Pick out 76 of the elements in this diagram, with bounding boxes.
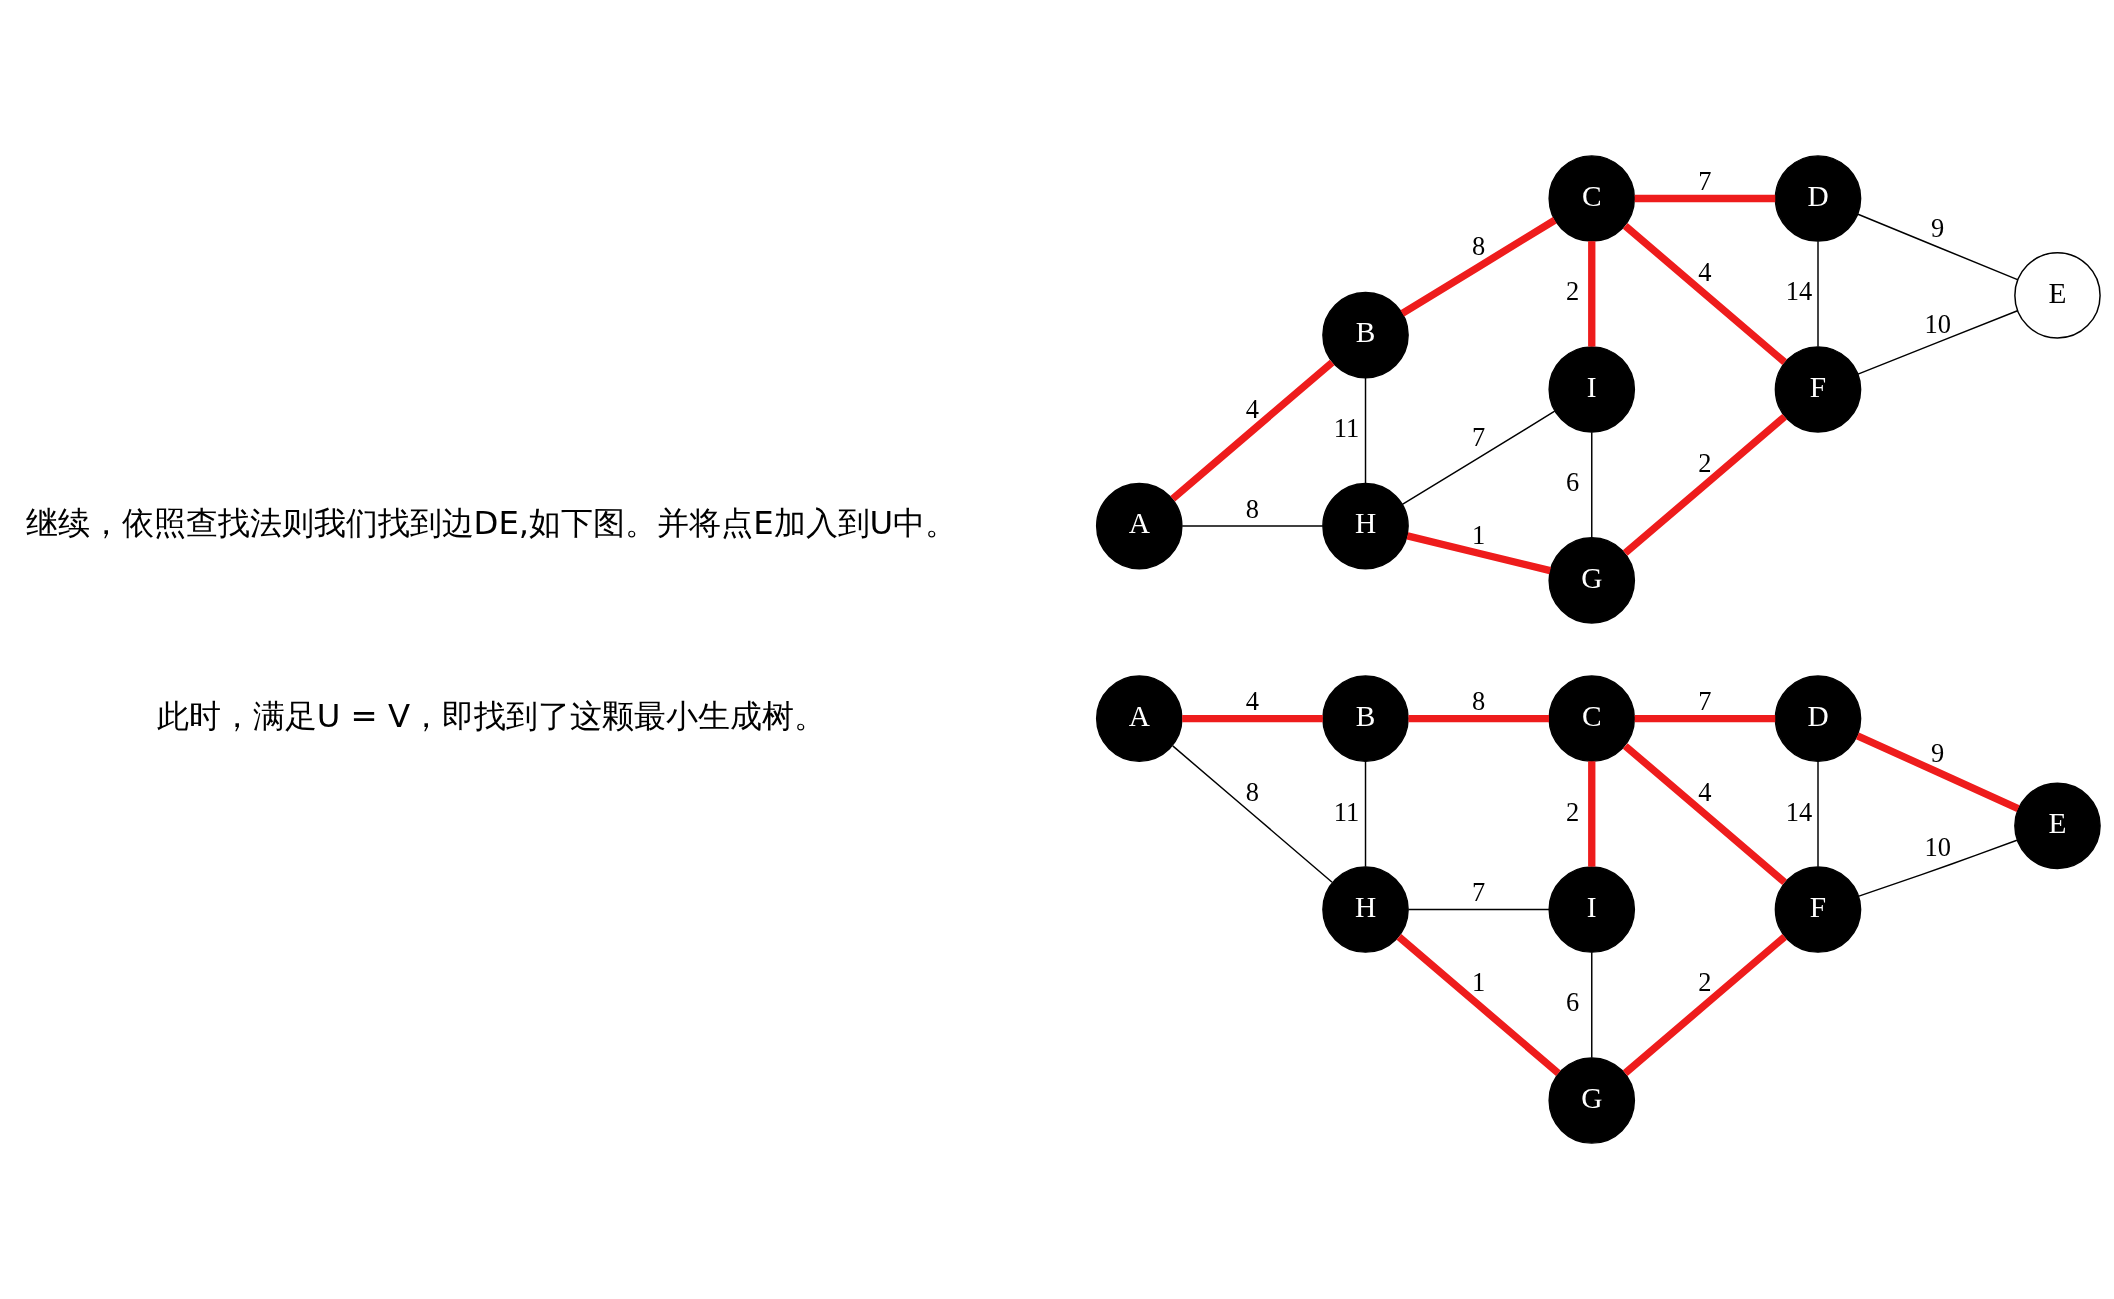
- edge-label: 6: [1566, 467, 1580, 498]
- connector: [1408, 714, 1550, 723]
- edge-label: 1: [1472, 966, 1486, 997]
- connector: [1634, 194, 1776, 203]
- edge-label: 2: [1566, 796, 1580, 827]
- edge-label: 14: [1785, 796, 1813, 827]
- node-circle: D: [1774, 675, 1862, 762]
- node-circle: I: [1548, 866, 1636, 953]
- edge-label: 11: [1333, 796, 1360, 827]
- label: 继续，依照查找法则我们找到边DE,如下图。并将点E加入到U中。: [25, 504, 958, 543]
- connector: [1170, 359, 1335, 502]
- connector: [1817, 760, 1819, 868]
- connector: [1858, 839, 2018, 897]
- edge-label: 4: [1245, 686, 1259, 717]
- edge-label: 9: [1931, 213, 1945, 244]
- connector: [1591, 431, 1593, 539]
- node-circle: G: [1548, 1057, 1636, 1144]
- edge-label: 2: [1566, 276, 1580, 307]
- label: 此时，满足U = V，即找到了这颗最小生成树。: [156, 696, 827, 735]
- connector: [1406, 532, 1552, 575]
- node-circle: F: [1774, 346, 1862, 433]
- edge-label: 8: [1472, 230, 1486, 261]
- connector: [1182, 714, 1323, 723]
- edge-label: 4: [1698, 257, 1712, 288]
- connector: [1857, 213, 2019, 281]
- connector: [1622, 934, 1787, 1076]
- edge-label: 7: [1698, 686, 1712, 717]
- edge-label: 4: [1245, 393, 1259, 424]
- edge-label: 7: [1472, 877, 1486, 908]
- connector: [1181, 525, 1324, 527]
- node-circle: C: [1548, 675, 1636, 762]
- connector: [1172, 745, 1333, 883]
- edge-label: 7: [1472, 421, 1486, 452]
- edge-label: 10: [1924, 308, 1951, 339]
- connector: [1364, 377, 1367, 484]
- node-circle: A: [1095, 675, 1183, 762]
- connector: [1622, 223, 1787, 365]
- edge-label: 14: [1785, 276, 1813, 307]
- edge-label: 8: [1245, 493, 1259, 524]
- connector: [1407, 908, 1550, 911]
- edge-label: 10: [1924, 831, 1951, 862]
- node-circle: A: [1095, 482, 1183, 570]
- edge-label: 2: [1698, 448, 1712, 479]
- node-circle: G: [1548, 537, 1636, 624]
- connector: [1588, 761, 1596, 867]
- node-circle: E: [2014, 252, 2101, 339]
- edge-label: 8: [1472, 686, 1486, 717]
- edge-label: 4: [1698, 777, 1712, 808]
- node-circle: E: [2014, 782, 2101, 870]
- connector: [1817, 240, 1819, 348]
- node-circle: B: [1322, 675, 1409, 762]
- edge-label: 9: [1931, 737, 1945, 768]
- edge-label: 6: [1566, 987, 1580, 1018]
- connector: [1591, 951, 1593, 1059]
- connector: [1622, 414, 1787, 556]
- connector: [1634, 714, 1776, 723]
- node-circle: H: [1322, 866, 1409, 953]
- connector: [1588, 241, 1596, 347]
- edge-label: 11: [1333, 413, 1360, 444]
- connector: [1622, 743, 1787, 885]
- connector: [1857, 310, 2019, 375]
- connector: [1400, 217, 1557, 317]
- node-circle: H: [1322, 482, 1409, 570]
- connector: [1396, 934, 1561, 1076]
- connector: [1855, 732, 2020, 812]
- connector: [1364, 760, 1367, 868]
- node-circle: C: [1548, 155, 1636, 242]
- node-circle: F: [1774, 866, 1862, 953]
- node-circle: I: [1548, 346, 1636, 433]
- edge-label: 1: [1472, 520, 1486, 551]
- edge-label: 2: [1698, 966, 1712, 997]
- edge-label: 8: [1245, 777, 1259, 808]
- node-circle: D: [1774, 155, 1862, 242]
- connector: [1401, 410, 1556, 506]
- edge-label: 7: [1698, 166, 1712, 197]
- node-circle: B: [1322, 291, 1409, 379]
